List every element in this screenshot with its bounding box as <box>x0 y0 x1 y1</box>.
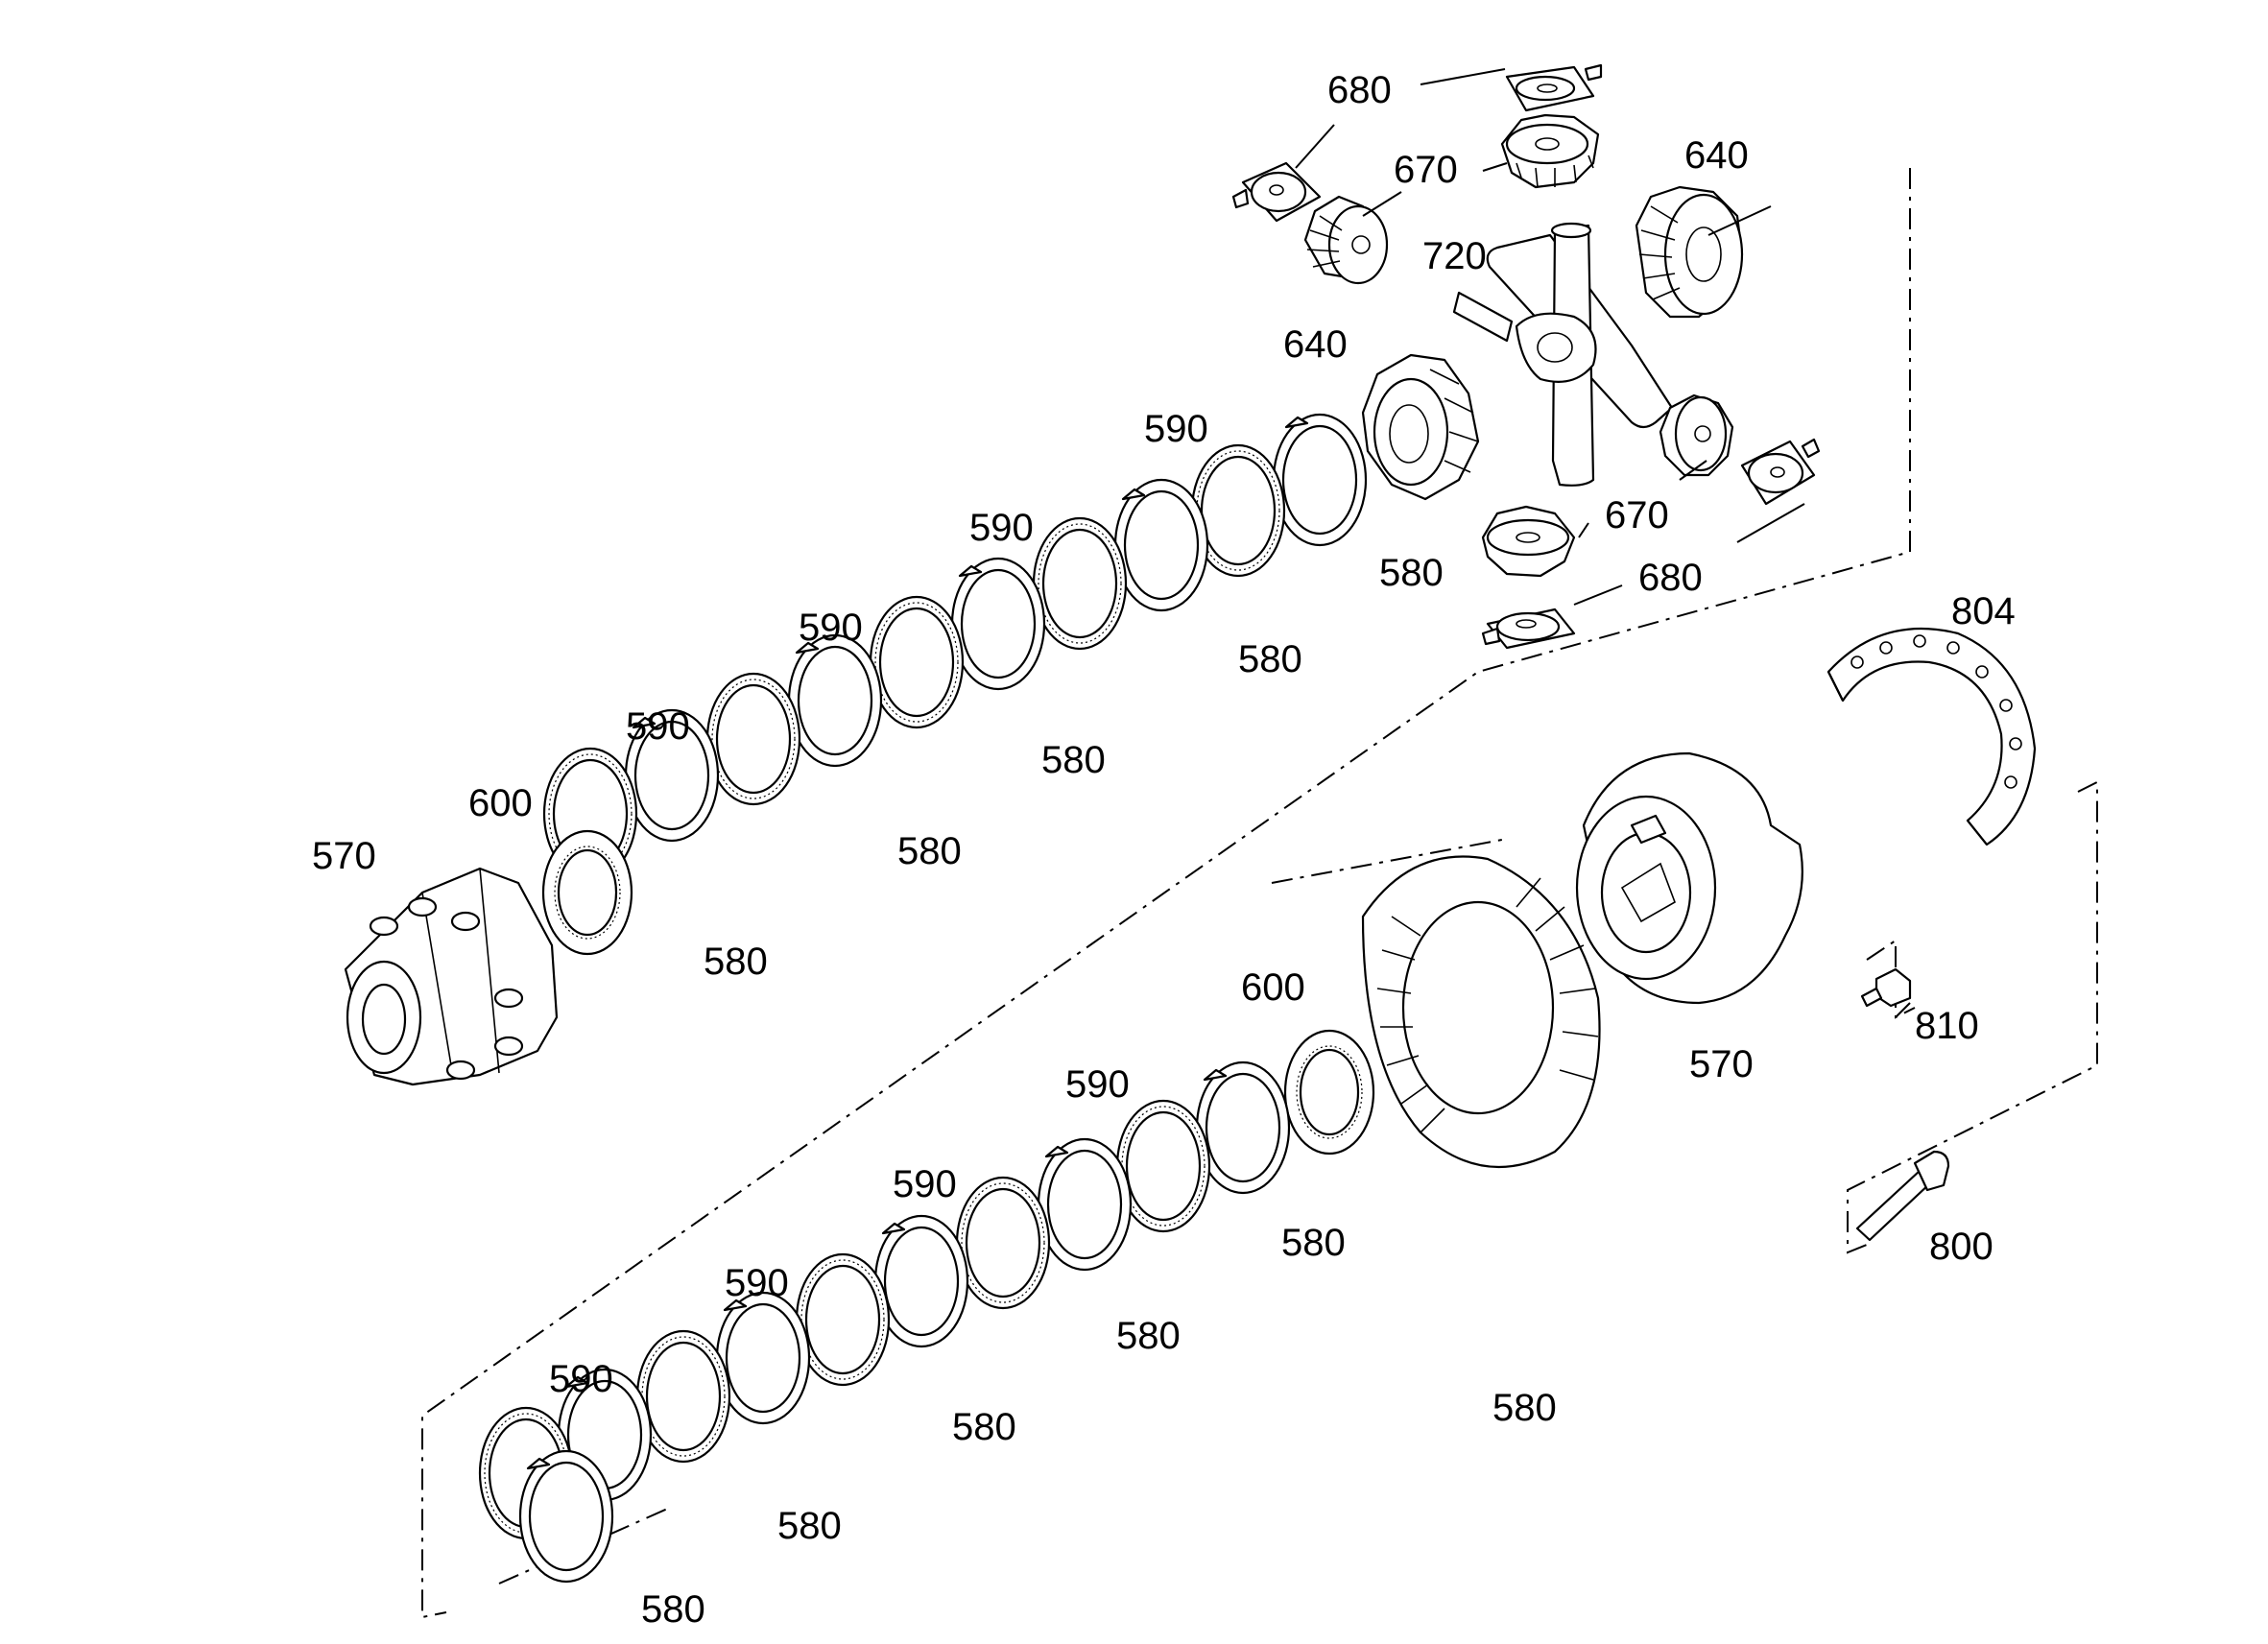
bolt-800 <box>1855 1150 1950 1242</box>
label-600: 600 <box>468 782 533 824</box>
label-570: 570 <box>1689 1043 1754 1085</box>
label-800: 800 <box>1929 1226 1993 1268</box>
pinion-gear-670-top <box>1500 113 1600 189</box>
label-590: 590 <box>799 607 863 649</box>
pinion-gear-670-right <box>1659 393 1734 477</box>
label-580: 580 <box>1281 1222 1346 1264</box>
label-580: 580 <box>952 1406 1016 1448</box>
friction-disc-590 <box>635 1329 731 1464</box>
label-580: 580 <box>641 1588 705 1631</box>
label-804: 804 <box>1951 590 2016 632</box>
label-640: 640 <box>1684 134 1749 177</box>
label-680: 680 <box>1327 69 1392 111</box>
diff-housing-570-left <box>344 867 559 1086</box>
right-assembly <box>1361 627 2037 1242</box>
label-580: 580 <box>1492 1387 1557 1429</box>
side-gear-640-left <box>1361 353 1480 501</box>
friction-disc-590 <box>795 1252 891 1387</box>
outer-disc-580 <box>787 633 883 768</box>
pressure-disc-600 <box>1283 1029 1375 1156</box>
label-590: 590 <box>893 1163 957 1205</box>
lower-clutch-pack <box>478 1029 1375 1584</box>
label-600: 600 <box>1241 966 1305 1009</box>
pinion-gear-670-bottom <box>1481 505 1576 578</box>
cross-shaft-720 <box>1452 222 1674 487</box>
outer-disc-580 <box>1195 1060 1291 1195</box>
upper-clutch-pack <box>541 413 1368 956</box>
outer-disc-580 <box>518 1449 614 1584</box>
upper-gear-cluster <box>1231 63 1821 650</box>
label-590: 590 <box>1144 408 1208 450</box>
outer-disc-580 <box>1037 1137 1133 1272</box>
friction-disc-590 <box>869 595 965 729</box>
label-580: 580 <box>897 830 962 872</box>
label-590: 590 <box>969 507 1034 549</box>
outer-disc-580 <box>1272 413 1368 547</box>
bolt-810 <box>1860 967 1912 1008</box>
label-590: 590 <box>626 705 690 748</box>
label-580: 580 <box>777 1505 842 1547</box>
friction-disc-590 <box>705 672 801 806</box>
label-580: 580 <box>1379 552 1444 594</box>
label-580: 580 <box>1041 739 1106 781</box>
thrust-washer-680-top <box>1505 63 1603 112</box>
label-580: 580 <box>1238 638 1302 680</box>
thrust-washer-680-bottom <box>1481 608 1576 650</box>
thrust-washer-680-left <box>1231 161 1322 223</box>
outer-disc-580 <box>873 1214 969 1348</box>
label-590: 590 <box>1065 1063 1130 1106</box>
label-680: 680 <box>1638 557 1703 599</box>
label-580: 580 <box>704 941 768 983</box>
leader-lines <box>1295 68 1911 1018</box>
label-810: 810 <box>1915 1005 1979 1047</box>
label-670: 670 <box>1394 149 1458 191</box>
label-590: 590 <box>725 1262 789 1304</box>
label-670: 670 <box>1605 494 1669 536</box>
part-labels: 680 670 640 720 640 670 680 590 590 590 … <box>312 69 2016 1631</box>
outer-disc-580 <box>1113 478 1209 612</box>
label-640: 640 <box>1283 323 1348 366</box>
label-570: 570 <box>312 835 376 877</box>
friction-disc-590 <box>1190 443 1286 578</box>
friction-disc-590 <box>955 1176 1051 1310</box>
label-590: 590 <box>549 1358 613 1400</box>
thrust-washer-680-right <box>1740 438 1821 506</box>
segment-ring-804 <box>1826 627 2037 846</box>
pinion-gear-670-left <box>1303 195 1389 285</box>
label-720: 720 <box>1422 235 1487 277</box>
outer-disc-580 <box>950 557 1046 691</box>
side-gear-640-right <box>1635 185 1744 319</box>
outer-disc-580 <box>715 1291 811 1425</box>
friction-disc-590 <box>1032 516 1128 651</box>
label-580: 580 <box>1116 1315 1181 1357</box>
crown-wheel <box>1361 855 1601 1169</box>
pressure-disc-600 <box>541 829 633 956</box>
diff-housing-570-right <box>1575 751 1803 1005</box>
